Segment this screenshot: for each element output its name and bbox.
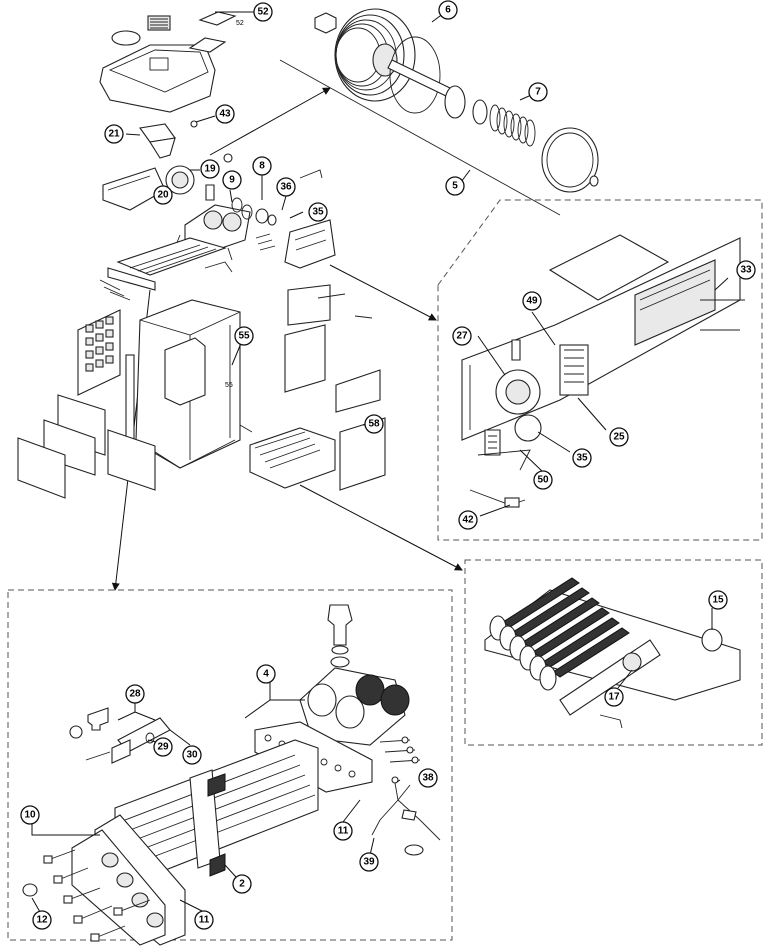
- svg-text:30: 30: [186, 750, 198, 761]
- burner-tray-center: [239, 424, 336, 489]
- svg-text:12: 12: [36, 915, 48, 926]
- callout-6: 6: [438, 0, 458, 20]
- callout-52: 52: [253, 2, 273, 22]
- callout-2: 2: [232, 874, 252, 894]
- svg-text:6: 6: [445, 5, 451, 16]
- burner-tray-small: [99, 237, 233, 301]
- callout-29: 29: [153, 737, 173, 757]
- gas-valve-manifold: [175, 169, 336, 269]
- svg-text:10: 10: [24, 810, 36, 821]
- svg-text:35: 35: [312, 207, 324, 218]
- callout-5: 5: [445, 176, 465, 196]
- callout-7: 7: [528, 82, 548, 102]
- svg-text:20: 20: [157, 190, 169, 201]
- svg-text:25: 25: [613, 432, 625, 443]
- svg-text:39: 39: [363, 857, 375, 868]
- arrow-to-burner-detail: [299, 484, 463, 571]
- callout-33: 33: [736, 260, 756, 280]
- svg-text:5: 5: [452, 181, 458, 192]
- manifold-detail: [22, 604, 441, 946]
- callout-17: 17: [604, 687, 624, 707]
- heater-cabinet: 55: [125, 299, 241, 476]
- callout-36: 36: [276, 177, 296, 197]
- svg-text:21: 21: [108, 129, 120, 140]
- callout-12: 12: [32, 910, 52, 930]
- jacket-panels: [17, 284, 386, 499]
- svg-text:15: 15: [712, 595, 724, 606]
- callout-4: 4: [256, 664, 276, 684]
- callout-42: 42: [458, 510, 478, 530]
- svg-text:35: 35: [576, 453, 588, 464]
- burner-tray-detail: [484, 577, 741, 729]
- svg-text:33: 33: [740, 265, 752, 276]
- svg-text:42: 42: [462, 515, 474, 526]
- callout-35-control: 35: [572, 448, 592, 468]
- callout-21: 21: [104, 124, 124, 144]
- svg-text:17: 17: [608, 692, 620, 703]
- callout-30: 30: [182, 745, 202, 765]
- leader-lines: [31, 9, 729, 913]
- control-detail-frame: [437, 199, 763, 541]
- blower-assembly: [279, 8, 599, 216]
- callout-58: 58: [364, 414, 384, 434]
- callout-49: 49: [522, 291, 542, 311]
- callout-50: 50: [533, 470, 553, 490]
- callout-28: 28: [125, 684, 145, 704]
- callout-9: 9: [222, 170, 242, 190]
- burner-tray-detail-frame: [464, 559, 763, 746]
- top-cover-assembly: 52: [99, 11, 244, 113]
- svg-text:52: 52: [257, 7, 269, 18]
- svg-text:29: 29: [157, 742, 169, 753]
- svg-text:2: 2: [239, 879, 245, 890]
- svg-text:27: 27: [456, 331, 468, 342]
- arrow-to-control-detail: [329, 264, 437, 321]
- arrow-to-blower-detail: [209, 87, 331, 156]
- svg-text:4: 4: [263, 669, 269, 680]
- callout-38: 38: [418, 768, 438, 788]
- callout-43: 43: [215, 104, 235, 124]
- svg-text:43: 43: [219, 109, 231, 120]
- callout-55: 55: [234, 326, 254, 346]
- svg-text:11: 11: [338, 826, 349, 837]
- callout-19: 19: [200, 159, 220, 179]
- svg-text:19: 19: [204, 164, 216, 175]
- vent-parts: [102, 120, 233, 211]
- callout-25: 25: [609, 427, 629, 447]
- svg-text:8: 8: [259, 161, 265, 172]
- lid-tag-label: 52: [236, 20, 244, 27]
- svg-text:50: 50: [537, 475, 549, 486]
- manifold-detail-frame: [7, 589, 453, 941]
- callout-10: 10: [20, 805, 40, 825]
- svg-text:7: 7: [535, 87, 541, 98]
- svg-text:11: 11: [199, 915, 210, 926]
- svg-text:58: 58: [368, 419, 380, 430]
- callout-11-right: 11: [333, 821, 353, 841]
- svg-text:55: 55: [238, 331, 250, 342]
- svg-text:28: 28: [129, 689, 141, 700]
- callout-8: 8: [252, 156, 272, 176]
- svg-text:38: 38: [422, 773, 434, 784]
- callout-20: 20: [153, 185, 173, 205]
- callout-11-left: 11: [194, 910, 214, 930]
- svg-text:9: 9: [229, 175, 235, 186]
- callout-39: 39: [359, 852, 379, 872]
- control-panel-detail: [461, 234, 745, 508]
- callout-27: 27: [452, 326, 472, 346]
- callout-15: 15: [708, 590, 728, 610]
- svg-text:36: 36: [280, 182, 292, 193]
- callout-35-top: 35: [308, 202, 328, 222]
- frame-tag-label: 55: [225, 382, 233, 389]
- svg-text:49: 49: [526, 296, 538, 307]
